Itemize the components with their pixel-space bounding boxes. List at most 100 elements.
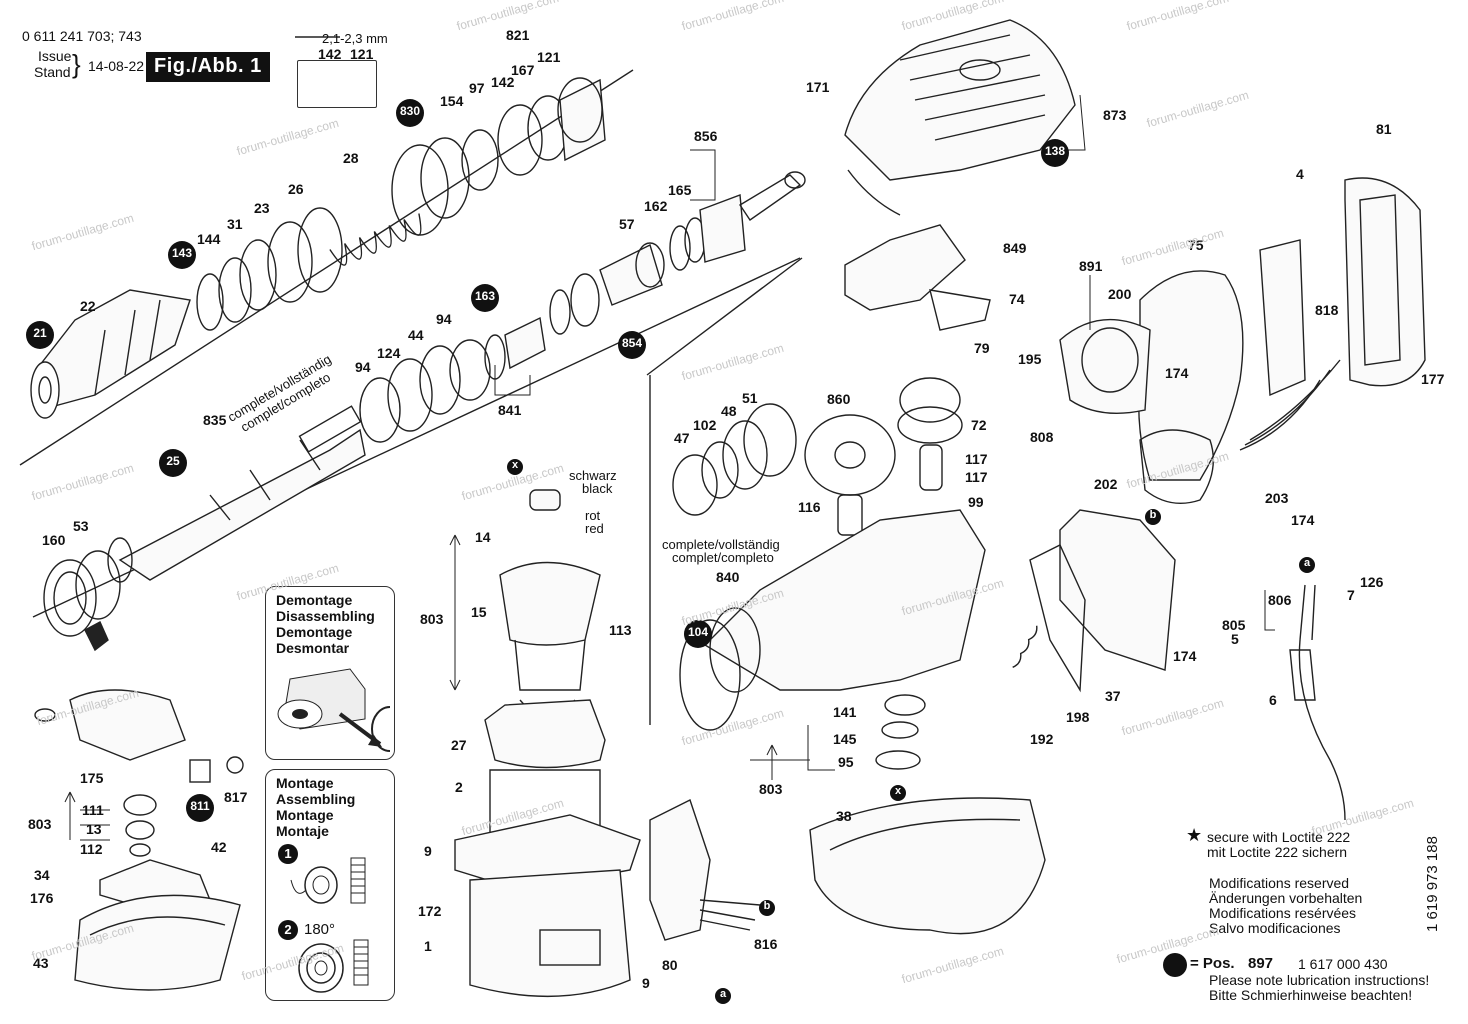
part-label: 202	[1094, 476, 1118, 492]
part-label: 174	[1291, 512, 1315, 528]
part-label: 818	[1315, 302, 1339, 318]
part-label: 141	[833, 704, 857, 720]
marker-label: x	[511, 459, 519, 471]
part-label: 117	[965, 469, 988, 485]
step-2-badge: 2	[278, 920, 298, 940]
disassembly-line: Demontage	[276, 592, 353, 608]
marker-label: 143	[171, 246, 193, 260]
marker-label: 25	[166, 454, 180, 468]
marker-label: 854	[621, 336, 643, 350]
wire-label-rot: rot	[585, 508, 601, 523]
rotation-angle: 180°	[304, 921, 336, 938]
part-label: 171	[806, 79, 830, 95]
part-label: 873	[1103, 107, 1127, 123]
document-number: 0 611 241 703; 743	[22, 28, 142, 44]
side-document-number: 1 619 973 188	[1424, 836, 1441, 932]
part-label: 142	[318, 46, 342, 62]
part-label: 835	[203, 412, 227, 428]
part-label: 126	[1360, 574, 1384, 590]
disassembly-line: Desmontar	[276, 640, 350, 656]
part-label: 142	[491, 74, 515, 90]
part-label: 42	[211, 839, 227, 855]
assembly-line: Montage	[276, 775, 334, 791]
disassembly-line: Disassembling	[276, 608, 375, 624]
part-label: 849	[1003, 240, 1027, 256]
marker-label: a	[719, 988, 727, 1000]
part-label: 72	[971, 417, 987, 433]
part-label: 167	[511, 62, 535, 78]
part-label: 145	[833, 731, 857, 747]
wire-label-schwarz: schwarz	[569, 468, 617, 483]
marker-label: b	[763, 900, 771, 912]
part-label: 51	[742, 390, 758, 406]
part-label: 154	[440, 93, 464, 109]
part-label: 177	[1421, 371, 1445, 387]
part-label: 856	[694, 128, 718, 144]
marker-label: 811	[190, 799, 210, 813]
modifications-line: Änderungen vorbehalten	[1209, 890, 1363, 906]
part-label: 94	[355, 359, 371, 375]
marker-label: 163	[474, 289, 496, 303]
modifications-line: Modifications reserved	[1209, 875, 1350, 891]
part-label: 806	[1268, 592, 1292, 608]
part-label: 9	[424, 843, 432, 859]
brace-icon: }	[72, 49, 81, 79]
issue-date: 14-08-22	[88, 58, 145, 74]
part-label: 160	[42, 532, 66, 548]
complete-label-right-1: complete/vollständig	[662, 537, 780, 552]
lubrication-position-number: 897	[1248, 955, 1274, 972]
part-label: 4	[1296, 166, 1304, 182]
part-label: 803	[28, 816, 52, 832]
part-label: 79	[974, 340, 990, 356]
loctite-note-en: secure with Loctite 222	[1207, 829, 1351, 845]
part-label: 203	[1265, 490, 1289, 506]
lubrication-part-number: 1 617 000 430	[1298, 956, 1388, 972]
part-label: 23	[254, 200, 270, 216]
assembly-line: Montaje	[276, 823, 329, 839]
part-label: 26	[288, 181, 304, 197]
part-label: 200	[1108, 286, 1132, 302]
marker-label: a	[1303, 557, 1311, 569]
assembly-step-2-illustration	[298, 939, 369, 993]
wire-label-red: red	[585, 521, 604, 536]
part-label: 116	[798, 499, 821, 515]
disassembly-illustration	[277, 668, 390, 752]
dimension-label: 2,1-2,3 mm	[322, 31, 388, 46]
part-label: 195	[1018, 351, 1042, 367]
part-label: 174	[1173, 648, 1197, 664]
part-label: 7	[1347, 587, 1355, 603]
part-label: 94	[436, 311, 452, 327]
star-icon: ★	[1186, 825, 1203, 845]
marker-label: 21	[33, 326, 47, 340]
part-label: 841	[498, 402, 522, 418]
part-label: 27	[451, 737, 467, 753]
part-label: 43	[33, 955, 49, 971]
marker-label: b	[1149, 509, 1157, 521]
part-label: 124	[377, 345, 401, 361]
part-label: 81	[1376, 121, 1392, 137]
disassembly-line: Demontage	[276, 624, 353, 640]
part-label: 13	[86, 821, 102, 837]
part-label: 2	[455, 779, 463, 795]
part-label: 112	[80, 841, 103, 857]
part-label: 860	[827, 391, 851, 407]
part-label: 111	[82, 802, 104, 818]
assembly-step-1-illustration	[290, 857, 366, 904]
part-label: 9	[642, 975, 650, 991]
part-label: 803	[420, 611, 444, 627]
loctite-note-de: mit Loctite 222 sichern	[1207, 844, 1348, 860]
part-label: 74	[1009, 291, 1025, 307]
part-label: 165	[668, 182, 692, 198]
part-label: 821	[506, 27, 530, 43]
part-label: 48	[721, 403, 737, 419]
part-label: 102	[693, 417, 717, 433]
part-label: 47	[674, 430, 690, 446]
part-label: 80	[662, 957, 678, 973]
part-label: 891	[1079, 258, 1103, 274]
marker-label: x	[894, 785, 902, 797]
part-label: 99	[968, 494, 984, 510]
modifications-line: Salvo modificaciones	[1209, 920, 1341, 936]
part-label: 121	[537, 49, 561, 65]
part-label: 144	[197, 231, 221, 247]
